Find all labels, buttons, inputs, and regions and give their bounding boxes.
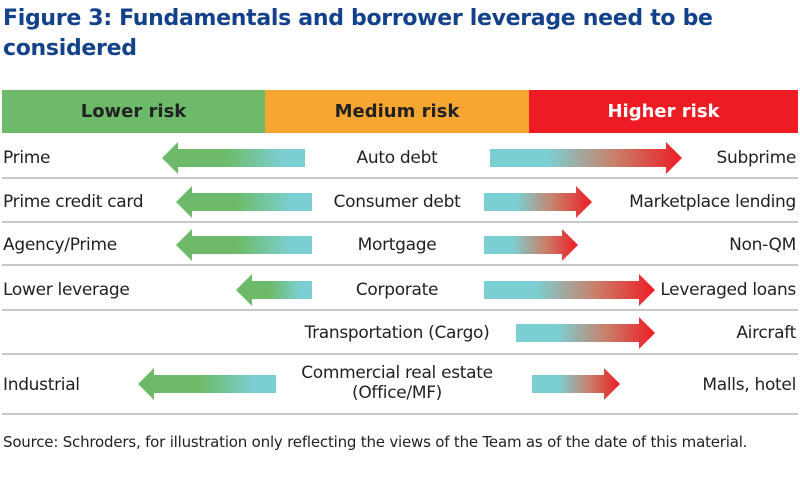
- lower-risk-arrow-icon: [162, 142, 305, 174]
- band-label: Higher risk: [607, 101, 720, 122]
- row-center-label: Mortgage: [357, 235, 437, 255]
- row-divider: [2, 413, 798, 415]
- band-higher-risk: Higher risk: [529, 90, 798, 133]
- lower-risk-arrow-icon: [176, 229, 312, 261]
- row-center-label: Transportation (Cargo): [304, 323, 490, 343]
- row-divider: [2, 264, 798, 266]
- higher-risk-arrow-icon: [484, 274, 655, 306]
- lower-risk-arrow-icon: [138, 368, 276, 400]
- row-center-label: Auto debt: [356, 148, 438, 168]
- higher-risk-arrow-icon: [484, 186, 592, 218]
- higher-risk-arrow-icon: [516, 317, 655, 349]
- band-lower-risk: Lower risk: [2, 90, 265, 133]
- row-low-label: Prime: [3, 148, 51, 168]
- row-high-label: Marketplace lending: [629, 192, 796, 212]
- row-center-label: Corporate: [355, 280, 439, 300]
- figure-title: Figure 3: Fundamentals and borrower leve…: [3, 6, 713, 61]
- source-note: Source: Schroders, for illustration only…: [3, 433, 748, 451]
- row-center-label: Commercial real estate (Office/MF): [301, 363, 493, 403]
- higher-risk-arrow-icon: [532, 368, 620, 400]
- row-high-label: Non-QM: [729, 235, 796, 255]
- row-low-label: Industrial: [3, 375, 80, 395]
- row-low-label: Agency/Prime: [3, 235, 117, 255]
- row-center-label: Consumer debt: [333, 192, 461, 212]
- row-high-label: Leveraged loans: [660, 280, 796, 300]
- row-high-label: Subprime: [716, 148, 797, 168]
- higher-risk-arrow-icon: [490, 142, 682, 174]
- row-divider: [2, 221, 798, 223]
- row-high-label: Malls, hotel: [702, 375, 796, 395]
- row-divider: [2, 177, 798, 179]
- row-divider: [2, 309, 798, 311]
- band-label: Lower risk: [80, 101, 187, 122]
- band-medium-risk: Medium risk: [265, 90, 529, 133]
- row-low-label: Lower leverage: [3, 280, 130, 300]
- band-label: Medium risk: [334, 101, 460, 122]
- lower-risk-arrow-icon: [176, 186, 312, 218]
- row-high-label: Aircraft: [736, 323, 796, 343]
- higher-risk-arrow-icon: [484, 229, 578, 261]
- row-low-label: Prime credit card: [3, 192, 144, 212]
- lower-risk-arrow-icon: [236, 274, 312, 306]
- row-divider: [2, 353, 798, 355]
